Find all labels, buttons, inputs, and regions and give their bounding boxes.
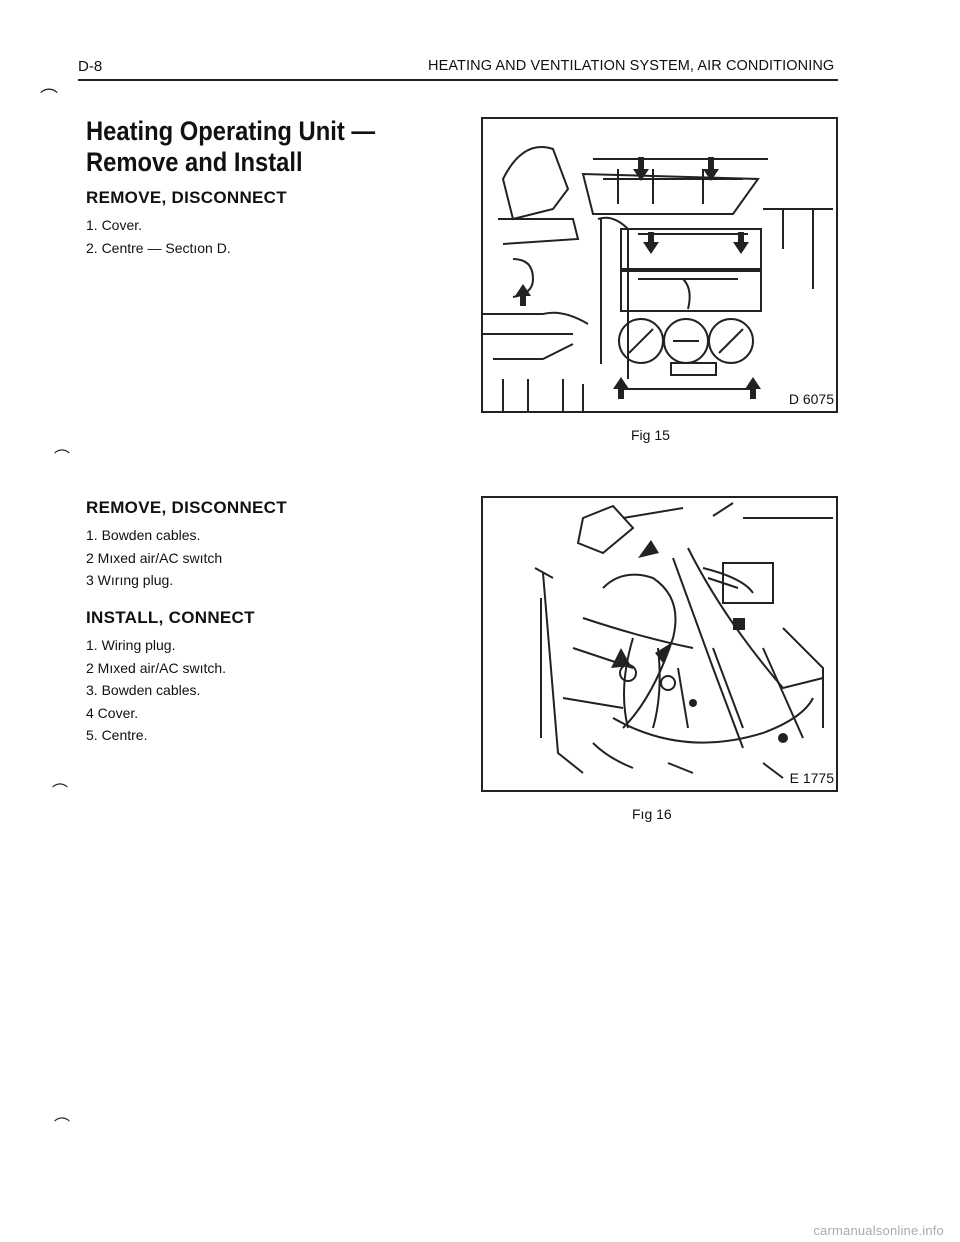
procedure-title: Heating Operating Unit — Remove and Inst… — [86, 116, 375, 178]
step-item: 1. Cover. — [86, 217, 143, 233]
section-heading: INSTALL, CONNECT — [86, 608, 255, 627]
figure-16: E 1775 — [481, 496, 838, 792]
step-list: 1. Bowden cables. 2 Mıxed air/AC swıtch … — [86, 524, 287, 592]
margin-mark: ⌒ — [52, 784, 69, 801]
title-line-2: Remove and Install — [86, 147, 303, 177]
step-item: 1. Wiring plug. — [86, 637, 176, 653]
section-heading: REMOVE, DISCONNECT — [86, 498, 287, 517]
step-item: 2 Mıxed air/AC swıtch — [86, 549, 223, 566]
figure-15: D 6075 — [481, 117, 838, 413]
step-item: 3. Bowden cables. — [86, 682, 201, 698]
figure-code: D 6075 — [786, 391, 836, 407]
section-remove-2: REMOVE, DISCONNECT 1. Bowden cables. 2 M… — [86, 498, 287, 592]
watermark-text: carmanualsonline.info — [813, 1223, 944, 1238]
step-item: 5. Centre. — [86, 727, 148, 743]
step-item: 2. Centre — Sectıon D. — [86, 239, 231, 256]
section-title: HEATING AND VENTILATION SYSTEM, AIR COND… — [428, 58, 835, 74]
margin-mark: ⌒ — [54, 450, 71, 467]
step-item: 4 Cover. — [86, 704, 139, 721]
margin-mark: ⌒ — [40, 88, 58, 108]
section-remove-1: REMOVE, DISCONNECT 1. Cover. 2. Centre —… — [86, 188, 287, 259]
operating-unit-photo — [534, 502, 833, 779]
section-install: INSTALL, CONNECT 1. Wiring plug. 2 Mıxed… — [86, 608, 255, 747]
figure-caption: Fıg 16 — [632, 806, 672, 822]
step-item: 2 Mıxed air/AC swıtch. — [86, 659, 227, 676]
step-list: 1. Cover. 2. Centre — Sectıon D. — [86, 214, 287, 259]
step-list: 1. Wiring plug. 2 Mıxed air/AC swıtch. 3… — [86, 634, 255, 747]
dashboard-diagram — [483, 146, 833, 411]
figure-code: E 1775 — [787, 770, 836, 786]
section-heading: REMOVE, DISCONNECT — [86, 188, 287, 207]
header-rule — [78, 79, 838, 81]
figure-caption: Fig 15 — [631, 427, 670, 443]
step-item: 3 Wırıng plug. — [86, 572, 174, 588]
margin-mark: ⌒ — [54, 1118, 71, 1135]
step-item: 1. Bowden cables. — [86, 527, 201, 543]
title-line-1: Heating Operating Unit — — [86, 116, 376, 146]
page-number: D-8 — [78, 58, 103, 75]
